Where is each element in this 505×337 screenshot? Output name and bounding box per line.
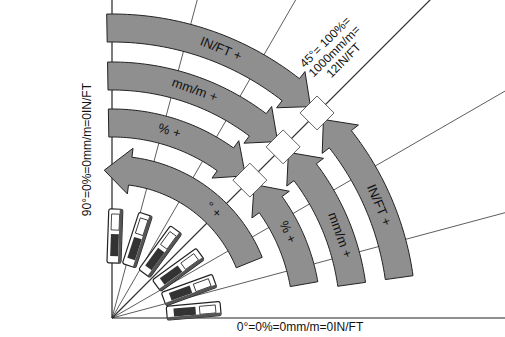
device-icon	[166, 302, 221, 321]
vertical-axis	[111, 0, 112, 318]
scale-note: 90°=0%=0mm/m=0IN/FT	[81, 83, 94, 216]
junction-square	[300, 96, 334, 130]
junction-square	[233, 163, 267, 197]
scale-note: 45°= 100%= 1000mm/m= 12IN/FT	[296, 13, 375, 92]
arrow-bands	[104, 14, 413, 287]
junction-square	[266, 130, 300, 164]
junction-marks	[233, 96, 334, 197]
device-icon	[107, 209, 123, 263]
scale-note: 0°=0%=0mm/m=0IN/FT	[237, 321, 364, 334]
curved-arrow	[104, 148, 262, 268]
curved-arrow	[107, 14, 311, 108]
curved-arrow	[252, 185, 318, 287]
angle-spoke	[112, 183, 505, 318]
device-icon	[122, 212, 152, 268]
level-devices	[107, 209, 221, 320]
